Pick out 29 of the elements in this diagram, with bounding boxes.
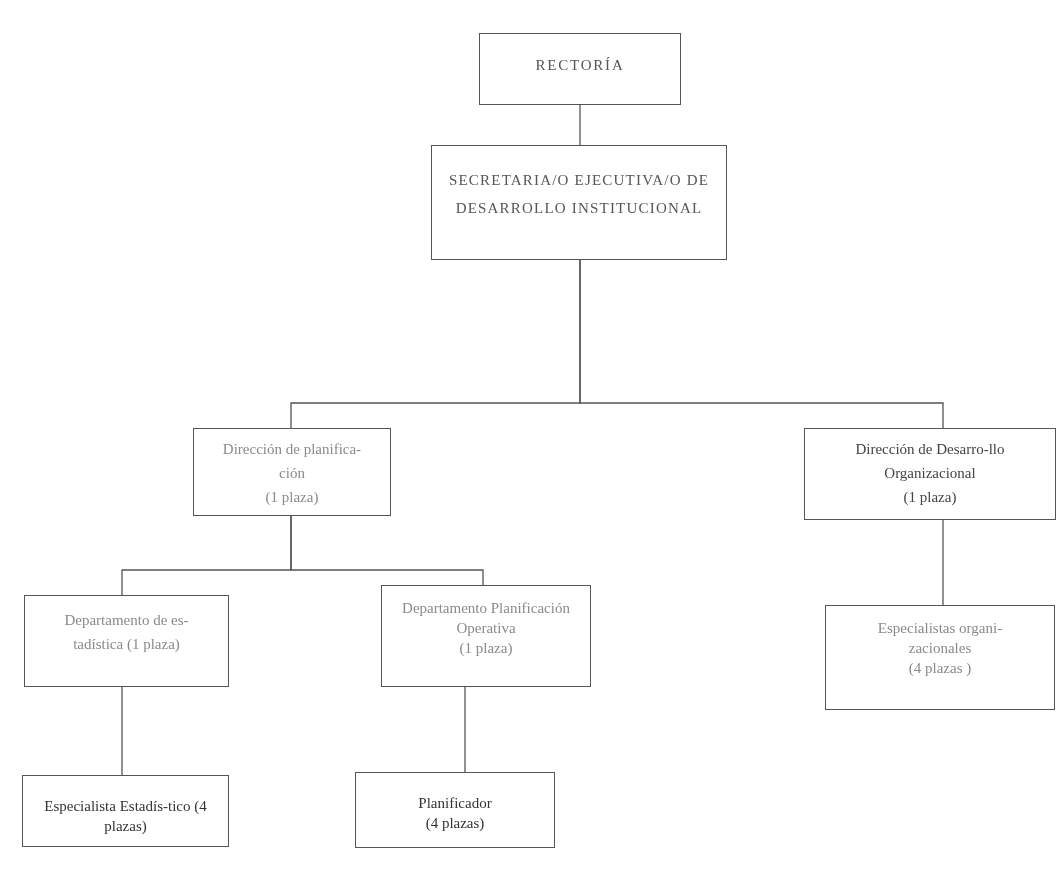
org-box (193, 428, 391, 516)
box-text: Especialista Estadís-tico (4 plazas) (43, 797, 208, 836)
connector-line (579, 259, 944, 429)
box-text: SECRETARIA/O EJECUTIVA/O DE DESARROLLO INSTITUCIONAL (447, 171, 711, 218)
box-text: (1 plaza) (459, 639, 513, 658)
box-text: (4 plazas) (425, 814, 485, 833)
box-text: Especialistas organi-zacionales (876, 619, 1004, 658)
org-box (431, 145, 727, 260)
org-box (22, 775, 229, 847)
box-text: Departamento Planificación Operativa (401, 599, 571, 638)
box-text: Planificador (418, 794, 492, 813)
org-box (825, 605, 1055, 710)
org-box (479, 33, 681, 105)
box-text: (1 plaza) (265, 488, 319, 507)
org-box (355, 772, 555, 848)
org-box (24, 595, 229, 687)
box-text: (4 plazas ) (908, 659, 972, 678)
connector-line (942, 519, 944, 606)
org-box (381, 585, 591, 687)
box-text: RECTORÍA (535, 56, 625, 75)
connector-line (290, 515, 484, 586)
box-text: Dirección de planifica-ción (221, 440, 363, 483)
box-text: Dirección de Desarro-llo Organizacional (854, 440, 1006, 483)
connector-line (579, 104, 581, 146)
connector-line (121, 686, 123, 776)
box-text: Departamento de es-tadística (1 plaza) (63, 611, 190, 654)
box-text: (1 plaza) (903, 488, 957, 507)
org-box (804, 428, 1056, 520)
connector-line (464, 686, 466, 773)
